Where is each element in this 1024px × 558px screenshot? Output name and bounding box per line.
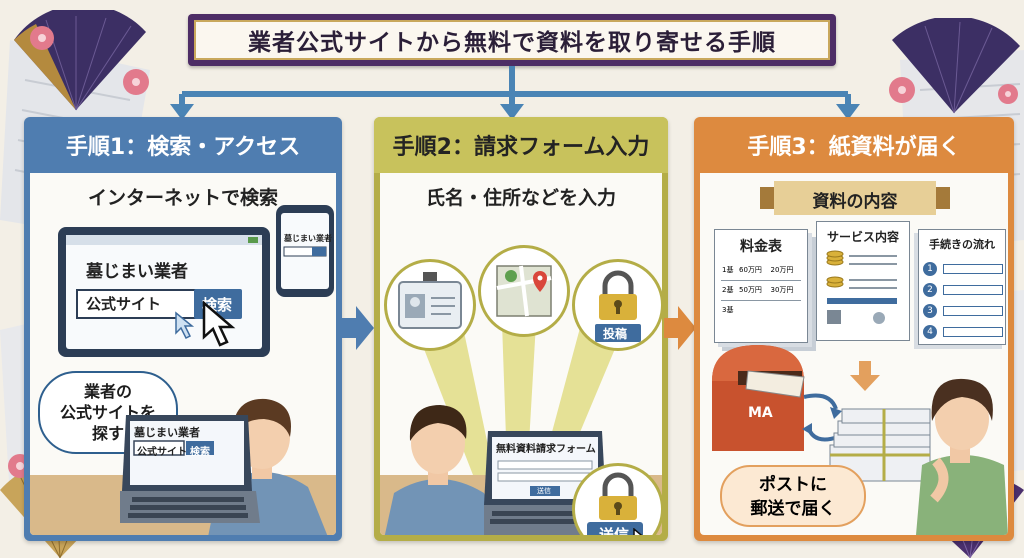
cursor-icon — [633, 528, 643, 535]
price-document-title: 料金表 — [740, 239, 782, 255]
table-cell: 60万円 — [739, 265, 762, 274]
flow-step: 4 — [923, 321, 1003, 342]
arrow-step1-to-step2 — [342, 306, 374, 350]
send-button-label: 送信 — [599, 526, 630, 535]
flow-document-title: 手続きの流れ — [929, 238, 995, 251]
speech-line-3: 探す — [91, 424, 124, 443]
contents-banner-label: 資料の内容 — [812, 192, 898, 212]
lock-icon — [599, 270, 637, 320]
map-circle — [478, 245, 570, 337]
id-card-circle — [384, 259, 476, 351]
mailbox-text: MA — [748, 405, 773, 421]
step2-subtitle: 氏名・住所などを入力 — [425, 187, 616, 209]
price-table: 1基 60万円 20万円 2基 50万円 30万円 3基 — [721, 260, 801, 320]
table-row: 2基 50万円 30万円 — [721, 280, 801, 300]
step3-body: 資料の内容 料金表 1基 60万円 20万円 2基 50万円 30万円 3基 — [700, 173, 1008, 535]
table-cell: 1基 — [722, 265, 734, 274]
id-card-icon — [398, 272, 462, 329]
monitor-query-text: 墓じまい業者 — [86, 262, 188, 282]
person-receiving — [912, 349, 1008, 535]
step3-header: 手順3：紙資料が届く — [747, 135, 961, 160]
table-row: 1基 60万円 20万円 — [721, 260, 801, 280]
post-button-label: 投稿 — [603, 327, 628, 341]
laptop-field-text: 公式サイト — [137, 447, 187, 458]
page-title: 業者公式サイトから無料で資料を取り寄せる手順 — [248, 30, 776, 56]
delivery-caption: ポストに 郵送で届く — [720, 465, 866, 527]
mailbox-illustration: MA — [708, 341, 808, 451]
laptop-query-text: 墓じまい業者 — [134, 426, 200, 439]
down-arrow-icon — [850, 361, 880, 391]
contents-banner: 資料の内容 — [760, 181, 950, 215]
cursor-icon — [200, 301, 240, 349]
table-cell: 30万円 — [770, 286, 794, 294]
table-cell: 2基 — [722, 286, 734, 294]
laptop-search-button[interactable]: 検索 — [190, 447, 210, 458]
phone-field-text: 墓じまい業者 — [284, 234, 332, 243]
laptop-illustration: 墓じまい業者 公式サイト 検索 — [120, 415, 260, 525]
coins-icon — [826, 250, 897, 324]
person-filling-form — [380, 383, 500, 535]
flow-step-number: 1 — [923, 261, 937, 276]
click-arrow-icon — [172, 311, 200, 341]
flow-step-number: 2 — [923, 282, 937, 297]
flow-step-number: 3 — [923, 303, 937, 318]
flow-step: 2 — [923, 279, 1003, 300]
step1-body: インターネットで検索 墓じまい業者 公式サイト 検索 — [30, 173, 336, 535]
arrow-step2-to-step3 — [664, 306, 696, 350]
flow-steps: 1 2 3 4 — [923, 258, 1003, 342]
flow-document: 手続きの流れ 1 2 3 4 — [918, 229, 1006, 345]
form-title: 無料資料請求フォーム — [496, 444, 596, 455]
speech-line-1: 業者の — [83, 382, 132, 401]
send-button[interactable]: 送信 — [587, 522, 643, 535]
branch-arrows — [160, 66, 880, 120]
table-cell — [770, 300, 802, 320]
step1-panel: 手順1：検索・アクセス インターネットで検索 墓じまい業者 公式サイト 検索 — [24, 117, 342, 541]
flow-step: 1 — [923, 258, 1003, 279]
step1-subtitle: インターネットで検索 — [87, 187, 278, 209]
form-send-small[interactable]: 送信 — [537, 487, 551, 495]
title-banner: 業者公式サイトから無料で資料を取り寄せる手順 — [188, 14, 836, 66]
table-cell: 3基 — [722, 306, 734, 315]
flow-step-number: 4 — [923, 324, 937, 339]
table-cell: 50万円 — [739, 286, 762, 294]
table-row: 3基 — [721, 300, 801, 320]
step2-header: 手順2：請求フォーム入力 — [374, 117, 668, 173]
step2-body: 氏名・住所などを入力 — [380, 173, 662, 535]
step2-panel: 手順2：請求フォーム入力 氏名・住所などを入力 — [374, 117, 668, 541]
monitor-field-text: 公式サイト — [86, 295, 162, 313]
table-cell — [738, 300, 769, 320]
caption-line-2: 郵送で届く — [750, 499, 836, 519]
service-document: サービス内容 — [816, 221, 910, 341]
flow-step: 3 — [923, 300, 1003, 321]
folding-fan-top-left — [6, 10, 156, 120]
step3-panel: 手順3：紙資料が届く 資料の内容 料金表 1基 60万円 20万円 2基 — [694, 117, 1014, 541]
folding-fan-top-right — [880, 18, 1024, 118]
send-lock-circle: 送信 — [572, 463, 662, 535]
lock-circle: 投稿 — [572, 259, 662, 351]
lock-icon — [599, 472, 637, 520]
smartphone-illustration: 墓じまい業者 — [276, 205, 334, 297]
step1-header: 手順1：検索・アクセス — [65, 135, 301, 160]
post-button[interactable]: 投稿 — [595, 324, 641, 342]
service-document-title: サービス内容 — [826, 230, 899, 244]
map-pin-icon — [496, 265, 552, 317]
price-document: 料金表 1基 60万円 20万円 2基 50万円 30万円 3基 — [714, 229, 808, 343]
table-cell: 20万円 — [770, 265, 794, 274]
caption-line-1: ポストに — [759, 475, 827, 495]
